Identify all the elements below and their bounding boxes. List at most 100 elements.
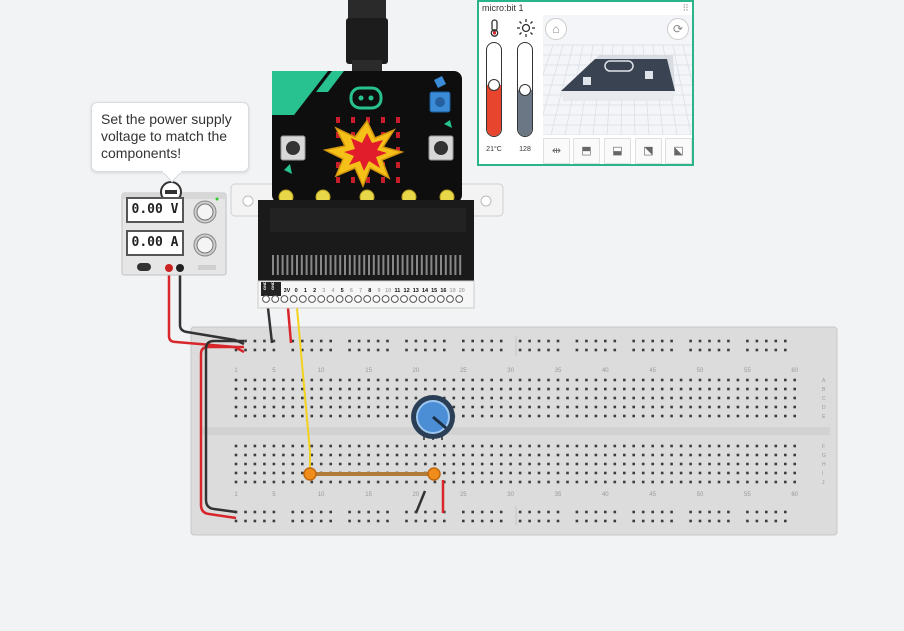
led	[396, 117, 400, 123]
breadboard-column-number: 55	[744, 492, 751, 498]
temperature-slider[interactable]	[486, 42, 502, 137]
tilt-right-gesture-button[interactable]: ⬓	[604, 138, 631, 164]
current-display: 0.00 A	[126, 230, 184, 256]
pin-label: 6	[350, 288, 353, 294]
pin-label: 11	[394, 288, 400, 294]
pin-label: 9	[377, 288, 380, 294]
light-fill	[518, 90, 532, 136]
pin-label: 10	[385, 288, 391, 294]
voltage-display: 0.00 V	[126, 197, 184, 223]
thermometer-icon	[490, 19, 499, 37]
breadboard-column-number: 15	[365, 368, 372, 374]
breadboard-column-number: 1	[234, 492, 238, 498]
breadboard-row-letter: J	[822, 480, 825, 486]
pin-label: 12	[404, 288, 410, 294]
resistor[interactable]	[303, 467, 441, 481]
button-a[interactable]	[280, 135, 306, 161]
temperature-fill	[487, 85, 501, 136]
led	[396, 177, 400, 183]
breadboard-column-number: 30	[507, 492, 514, 498]
tooltip-pointer	[161, 171, 183, 183]
rail-black-wire	[204, 339, 244, 514]
pin-label: 5	[341, 288, 344, 294]
tooltip-line-2: voltage to match the	[101, 128, 228, 144]
pin-label: 20	[459, 288, 465, 294]
tooltip-line-3: components!	[101, 145, 182, 161]
breadboard-column-number: 60	[791, 492, 798, 498]
led	[396, 162, 400, 168]
led	[336, 162, 340, 168]
breadboard-column-number: 45	[649, 492, 656, 498]
led	[396, 132, 400, 138]
pin-label: 15	[431, 288, 437, 294]
led	[336, 132, 340, 138]
potentiometer[interactable]	[411, 395, 455, 440]
breadboard-column-number: 1	[234, 368, 238, 374]
breadboard-column-number: 10	[318, 492, 325, 498]
pot-black-wire	[414, 490, 427, 514]
pin-label: 0	[295, 288, 298, 294]
tooltip-line-1: Set the power supply	[101, 111, 232, 127]
breadboard-column-number: 50	[697, 492, 704, 498]
pin-label: 3V	[284, 288, 291, 294]
breadboard-column-number: 45	[649, 368, 656, 374]
led	[336, 177, 340, 183]
light-value: 128	[519, 146, 531, 153]
face-down-gesture-button[interactable]: ⬕	[665, 138, 692, 164]
led	[396, 147, 400, 153]
breadboard-row-letter: B	[822, 387, 826, 393]
drag-handle-icon[interactable]: ⠿	[682, 3, 689, 13]
breadboard-row-letter: D	[822, 405, 826, 411]
home-view-button[interactable]: ⌂	[545, 18, 567, 40]
logo-touch-button[interactable]	[429, 91, 451, 113]
pin-label: 1	[304, 288, 307, 294]
face-up-gesture-button[interactable]: ⬔	[635, 138, 662, 164]
led	[351, 177, 355, 183]
led	[336, 117, 340, 123]
3v-wire	[286, 307, 293, 344]
pin-label: 19	[450, 288, 456, 294]
breadboard-column-number: 55	[744, 368, 751, 374]
breadboard-row-letter: A	[822, 378, 826, 384]
led	[381, 117, 385, 123]
temperature-value: 21°C	[486, 146, 502, 153]
pin-label: 16	[440, 288, 446, 294]
breadboard-column-number: 20	[413, 368, 420, 374]
breadboard-row-letter: I	[822, 471, 823, 477]
breadboard-row-letter: H	[822, 462, 826, 468]
gnd-wire	[266, 307, 274, 344]
breadboard-column-number: 25	[460, 492, 467, 498]
breadboard-column-number: 5	[272, 492, 276, 498]
panel-title: micro:bit 1	[482, 3, 524, 13]
power-supply-tooltip: Set the power supply voltage to match th…	[91, 102, 249, 172]
shake-gesture-button[interactable]: ⇹	[543, 138, 570, 164]
pin-label: 8	[368, 288, 371, 294]
3d-view[interactable]	[543, 15, 692, 135]
breadboard-row-letter: C	[822, 396, 826, 402]
breadboard-column-number: 60	[791, 368, 798, 374]
pin-label: 4	[331, 288, 335, 294]
breadboard-column-number: 40	[602, 368, 609, 374]
rotate-view-button[interactable]: ⟳	[667, 18, 689, 40]
pin-label: 2	[313, 288, 316, 294]
breadboard-column-number: 35	[555, 368, 562, 374]
breadboard-column-number: 25	[460, 368, 467, 374]
breadboard-column-number: 5	[272, 368, 276, 374]
light-slider[interactable]	[517, 42, 533, 137]
light-knob[interactable]	[519, 84, 531, 96]
microbit-simulator-panel: micro:bit 1 ⠿ 21°C 128	[477, 0, 694, 166]
pin-label: 3	[322, 288, 325, 294]
led	[351, 132, 355, 138]
button-b[interactable]	[428, 135, 454, 161]
tilt-left-gesture-button[interactable]: ⬒	[573, 138, 600, 164]
breadboard-column-number: 35	[555, 492, 562, 498]
breadboard-column-number: 50	[697, 368, 704, 374]
power-black-wire	[178, 268, 245, 346]
breadboard-column-number: 30	[507, 368, 514, 374]
led	[351, 117, 355, 123]
temperature-knob[interactable]	[488, 79, 500, 92]
light-level-icon	[517, 19, 535, 37]
